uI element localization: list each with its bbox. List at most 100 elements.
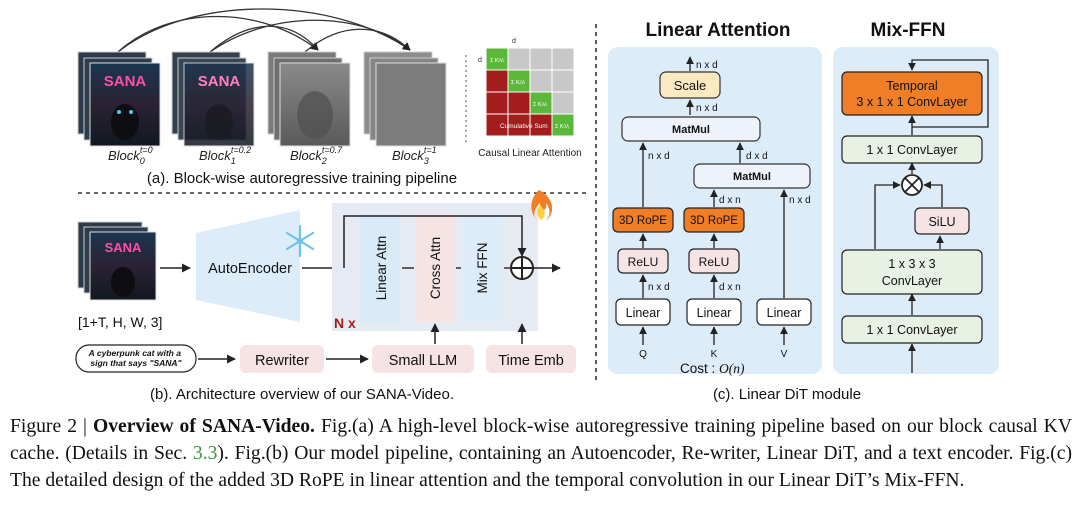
linear-label: Linear	[697, 306, 732, 320]
block-stack-2	[267, 51, 351, 147]
scale-label: Scale	[674, 78, 707, 93]
add-circle-icon	[510, 256, 534, 280]
conv-133-block	[841, 249, 983, 295]
rewriter-block	[240, 345, 324, 373]
autoencoder-block: AutoEncoder	[196, 210, 300, 322]
dim-label: n x d	[696, 60, 718, 71]
silu-label: SiLU	[928, 215, 955, 229]
dim-label: d x n	[719, 195, 741, 206]
rope-label: 3D RoPE	[690, 215, 738, 227]
panel-c-caption: (c). Linear DiT module	[713, 386, 861, 403]
figure-label: Figure 2 |	[10, 416, 93, 437]
dim-label: d x n	[719, 282, 741, 293]
flame-icon	[531, 190, 553, 222]
cumulative-sum-label: Cumulative Sum	[500, 123, 548, 130]
multiply-circle-icon	[901, 174, 923, 196]
matmul-kv-block	[693, 163, 811, 189]
linear-attn-block	[360, 214, 400, 322]
linear-q-block	[615, 298, 671, 326]
mix-ffn-label: Mix FFN	[475, 243, 490, 294]
matrix-cell-sum-0: Σ KᵢVᵢ	[490, 58, 504, 64]
panel-b-caption: (b). Architecture overview of our SANA-V…	[150, 386, 454, 403]
cost-label: Cost : O(n)	[680, 361, 745, 376]
rope-q-block	[612, 207, 674, 233]
causal-attention-matrix: d d Σ KᵢVᵢ Σ KᵢVᵢ Σ KᵢVᵢ Σ KᵢV	[478, 38, 582, 159]
mix-ffn-block	[462, 214, 502, 322]
linear-k-block	[686, 298, 742, 326]
temporal-conv-block	[841, 71, 983, 116]
temporal-label-2: 3 x 1 x 1 ConvLayer	[856, 95, 967, 109]
conv-1x1-top-block	[841, 135, 983, 164]
matrix-cell-sum-1: Σ KᵢVᵢ	[511, 80, 525, 86]
linear-label: Linear	[767, 306, 802, 320]
rope-k-block	[683, 207, 745, 233]
sana-neon-text: SANA	[198, 73, 241, 90]
cross-attn-block	[415, 214, 455, 322]
linear-attention-title: Linear Attention	[646, 20, 791, 41]
figure: SANA SANA Block0t=0 Block1t=0.	[75, 8, 999, 403]
matrix-cell-sum-2: Σ KᵢVᵢ	[533, 102, 547, 108]
silu-block	[914, 207, 970, 235]
block-stack-1: SANA	[171, 51, 255, 147]
conv-133-label-2: ConvLayer	[882, 274, 942, 288]
dim-label: d x d	[746, 151, 768, 162]
small-llm-label: Small LLM	[389, 353, 458, 369]
matmul-label: MatMul	[672, 124, 710, 136]
n-times-label: N x	[334, 315, 356, 331]
relu-k-block	[688, 248, 740, 274]
matrix-dim-left: d	[478, 57, 482, 64]
block-label-0: Block0t=0	[108, 145, 153, 166]
conv-133-label-1: 1 x 3 x 3	[888, 257, 935, 271]
block-stack-3	[363, 51, 447, 147]
section-ref-link[interactable]: 3.3	[192, 443, 218, 464]
relu-label: ReLU	[628, 255, 659, 269]
snowflake-icon	[285, 224, 315, 258]
panel-a-caption: (a). Block-wise autoregressive training …	[147, 170, 457, 187]
block-label-3: Block3t=1	[392, 145, 437, 166]
v-label: V	[781, 349, 788, 360]
caption-text-1: Fig.(a) A high-level block-wise autoregr…	[10, 416, 1072, 464]
temporal-label-1: Temporal	[886, 79, 937, 93]
linear-attn-label: Linear Attn	[374, 236, 389, 301]
rewriter-label: Rewriter	[255, 353, 309, 369]
causal-linear-attention-label: Causal Linear Attention	[478, 148, 581, 159]
panel-b: SANA [1+T, H, W, 3] AutoEncoder Linear A…	[75, 190, 576, 403]
block-label-1: Block1t=0.2	[199, 145, 251, 166]
matmul-label: MatMul	[733, 171, 771, 183]
rope-label: 3D RoPE	[619, 215, 667, 227]
prompt-text: A cyberpunk cat with a sign that says "S…	[88, 348, 184, 368]
matmul-top-block	[621, 116, 761, 142]
panel-c: Linear Attention Mix-FFN Scale n x d n x…	[608, 20, 999, 403]
dim-label: n x d	[648, 151, 670, 162]
scale-block	[659, 71, 721, 99]
relu-q-block	[617, 248, 669, 274]
k-label: K	[711, 349, 718, 360]
dim-label: n x d	[696, 103, 718, 114]
block-label-2: Block2t=0.7	[290, 145, 343, 166]
relu-label: ReLU	[699, 255, 730, 269]
autoencoder-label: AutoEncoder	[208, 261, 292, 277]
block-stack-0: SANA	[77, 51, 161, 147]
prompt-box	[75, 344, 197, 373]
figure-title: Overview of SANA-Video.	[93, 416, 315, 437]
input-shape-label: [1+T, H, W, 3]	[78, 314, 162, 330]
block-dependency-arrows	[117, 8, 411, 53]
dim-label: n x d	[789, 195, 811, 206]
dim-label: n x d	[648, 282, 670, 293]
sana-neon-text: SANA	[105, 240, 142, 255]
matrix-dim-top: d	[512, 38, 516, 45]
conv-1x1-label: 1 x 1 ConvLayer	[866, 323, 957, 337]
linear-v-block	[756, 298, 812, 326]
conv-1x1-label: 1 x 1 ConvLayer	[866, 143, 957, 157]
cross-attn-label: Cross Attn	[428, 237, 443, 299]
matrix-cell-sum-3: Σ KᵢVᵢ	[555, 124, 569, 130]
caption-text-2: ). Fig.(b) Our model pipeline, containin…	[10, 443, 1073, 491]
small-llm-block	[372, 345, 474, 373]
time-emb-block	[486, 345, 576, 373]
q-label: Q	[639, 349, 647, 360]
input-video-stack: SANA	[77, 221, 157, 301]
linear-label: Linear	[626, 306, 661, 320]
sana-neon-text: SANA	[104, 73, 147, 90]
time-emb-label: Time Emb	[498, 353, 564, 369]
mix-ffn-title: Mix-FFN	[871, 20, 946, 41]
